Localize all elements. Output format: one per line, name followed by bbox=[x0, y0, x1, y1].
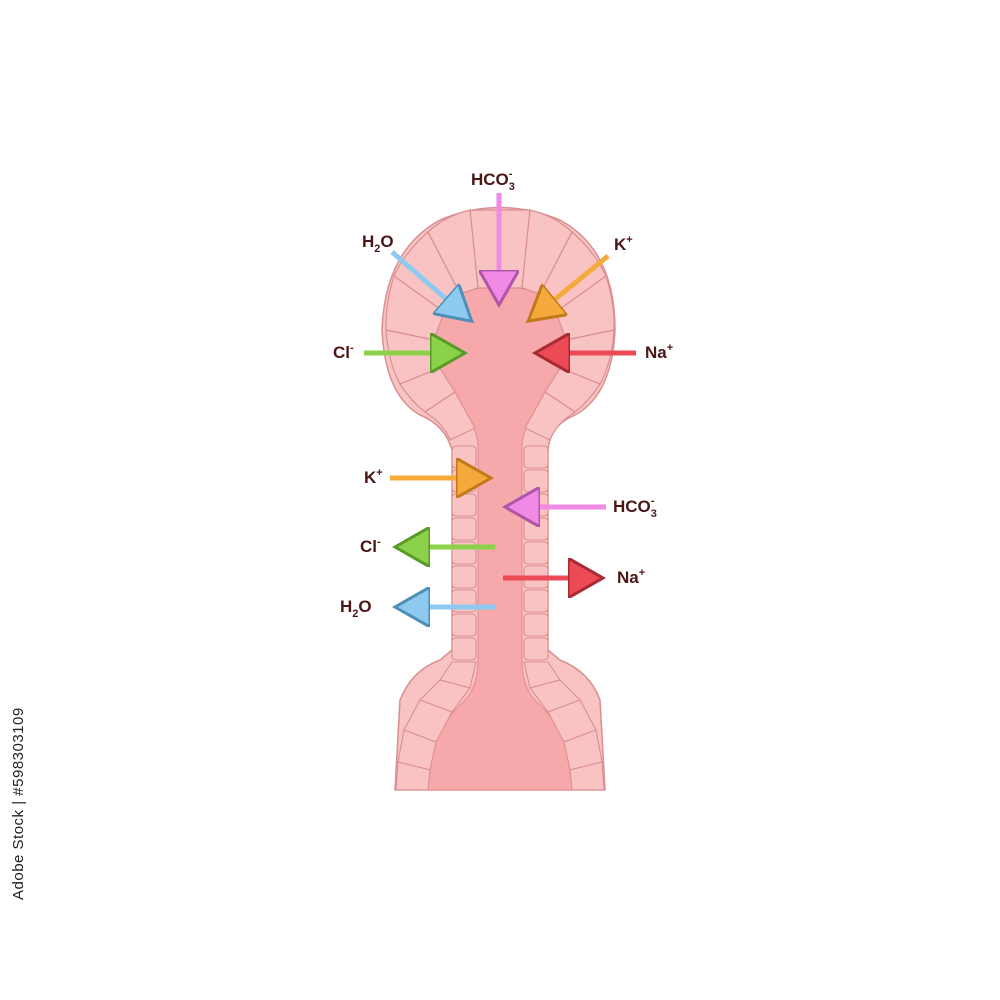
label-na-top: Na+ bbox=[645, 342, 673, 362]
labels: HCO3- H2O K+ Cl- Na+ K+ HCO3- Cl- Na+ H2… bbox=[333, 168, 673, 620]
label-k-duct: K+ bbox=[364, 467, 383, 487]
acinus-cells bbox=[385, 209, 615, 441]
label-cl-top: Cl- bbox=[333, 342, 354, 362]
arrows bbox=[364, 193, 636, 607]
arrow-k-top bbox=[532, 254, 610, 318]
stock-id-watermark: Adobe Stock | #598303109 bbox=[10, 707, 27, 900]
arrow-h2o-top bbox=[390, 250, 468, 318]
label-hco3-duct: HCO3- bbox=[613, 495, 657, 520]
label-k-top: K+ bbox=[614, 234, 633, 254]
label-cl-duct: Cl- bbox=[360, 536, 381, 556]
cell bbox=[524, 391, 577, 441]
duct-base-cells bbox=[395, 661, 605, 791]
label-h2o-top: H2O bbox=[362, 232, 394, 255]
label-na-duct: Na+ bbox=[617, 567, 645, 587]
label-hco3-top: HCO3- bbox=[471, 168, 515, 193]
duct-cells-right bbox=[523, 445, 549, 661]
label-h2o-duct: H2O bbox=[340, 597, 372, 620]
cell bbox=[423, 391, 476, 441]
